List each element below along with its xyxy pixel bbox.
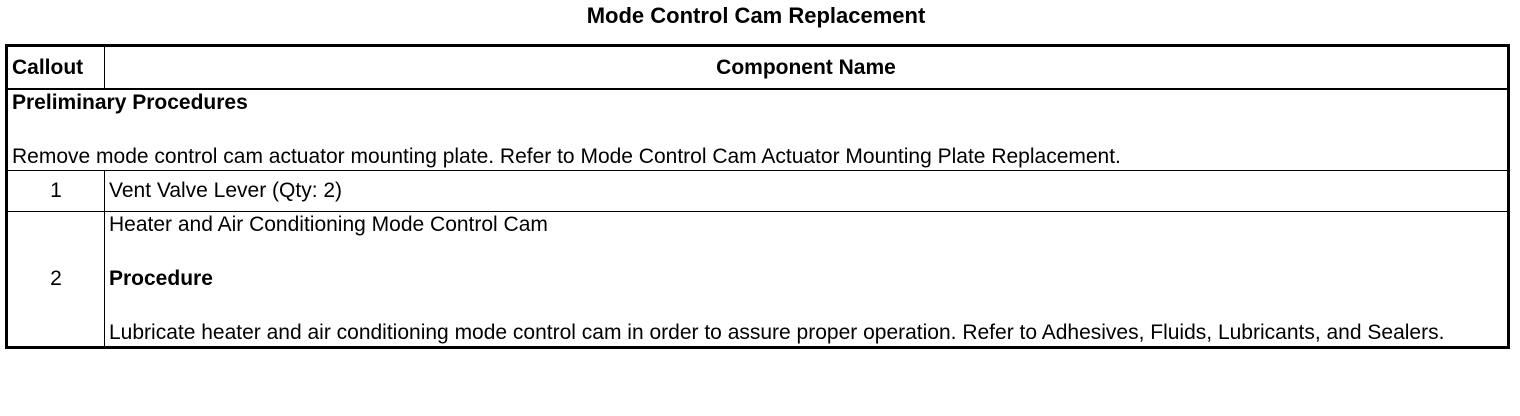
preliminary-row: Preliminary Procedures Remove mode contr…: [6, 88, 1509, 171]
page-title: Mode Control Cam Replacement: [586, 3, 926, 28]
component-name-cell: Vent Valve Lever (Qty: 2): [104, 170, 1509, 212]
preliminary-heading: Preliminary Procedures: [12, 91, 248, 114]
callout-cell: 1: [6, 170, 105, 212]
column-header-callout: Callout: [6, 45, 105, 90]
table-header-row: Callout Component Name: [6, 45, 1509, 90]
table-row: 1 Vent Valve Lever (Qty: 2): [6, 170, 1509, 212]
component-table: Callout Component Name Preliminary Proce…: [5, 44, 1510, 349]
table-row: 2 Heater and Air Conditioning Mode Contr…: [6, 211, 1509, 348]
preliminary-cell: Preliminary Procedures Remove mode contr…: [6, 88, 1509, 171]
procedure-heading: Procedure: [109, 267, 213, 290]
procedure-text: Lubricate heater and air conditioning mo…: [109, 321, 1445, 344]
callout-cell: 2: [6, 211, 105, 348]
column-header-component-name: Component Name: [104, 45, 1509, 90]
preliminary-text: Remove mode control cam actuator mountin…: [12, 145, 1121, 168]
component-name-cell: Heater and Air Conditioning Mode Control…: [104, 211, 1509, 348]
component-name: Heater and Air Conditioning Mode Control…: [109, 213, 548, 236]
